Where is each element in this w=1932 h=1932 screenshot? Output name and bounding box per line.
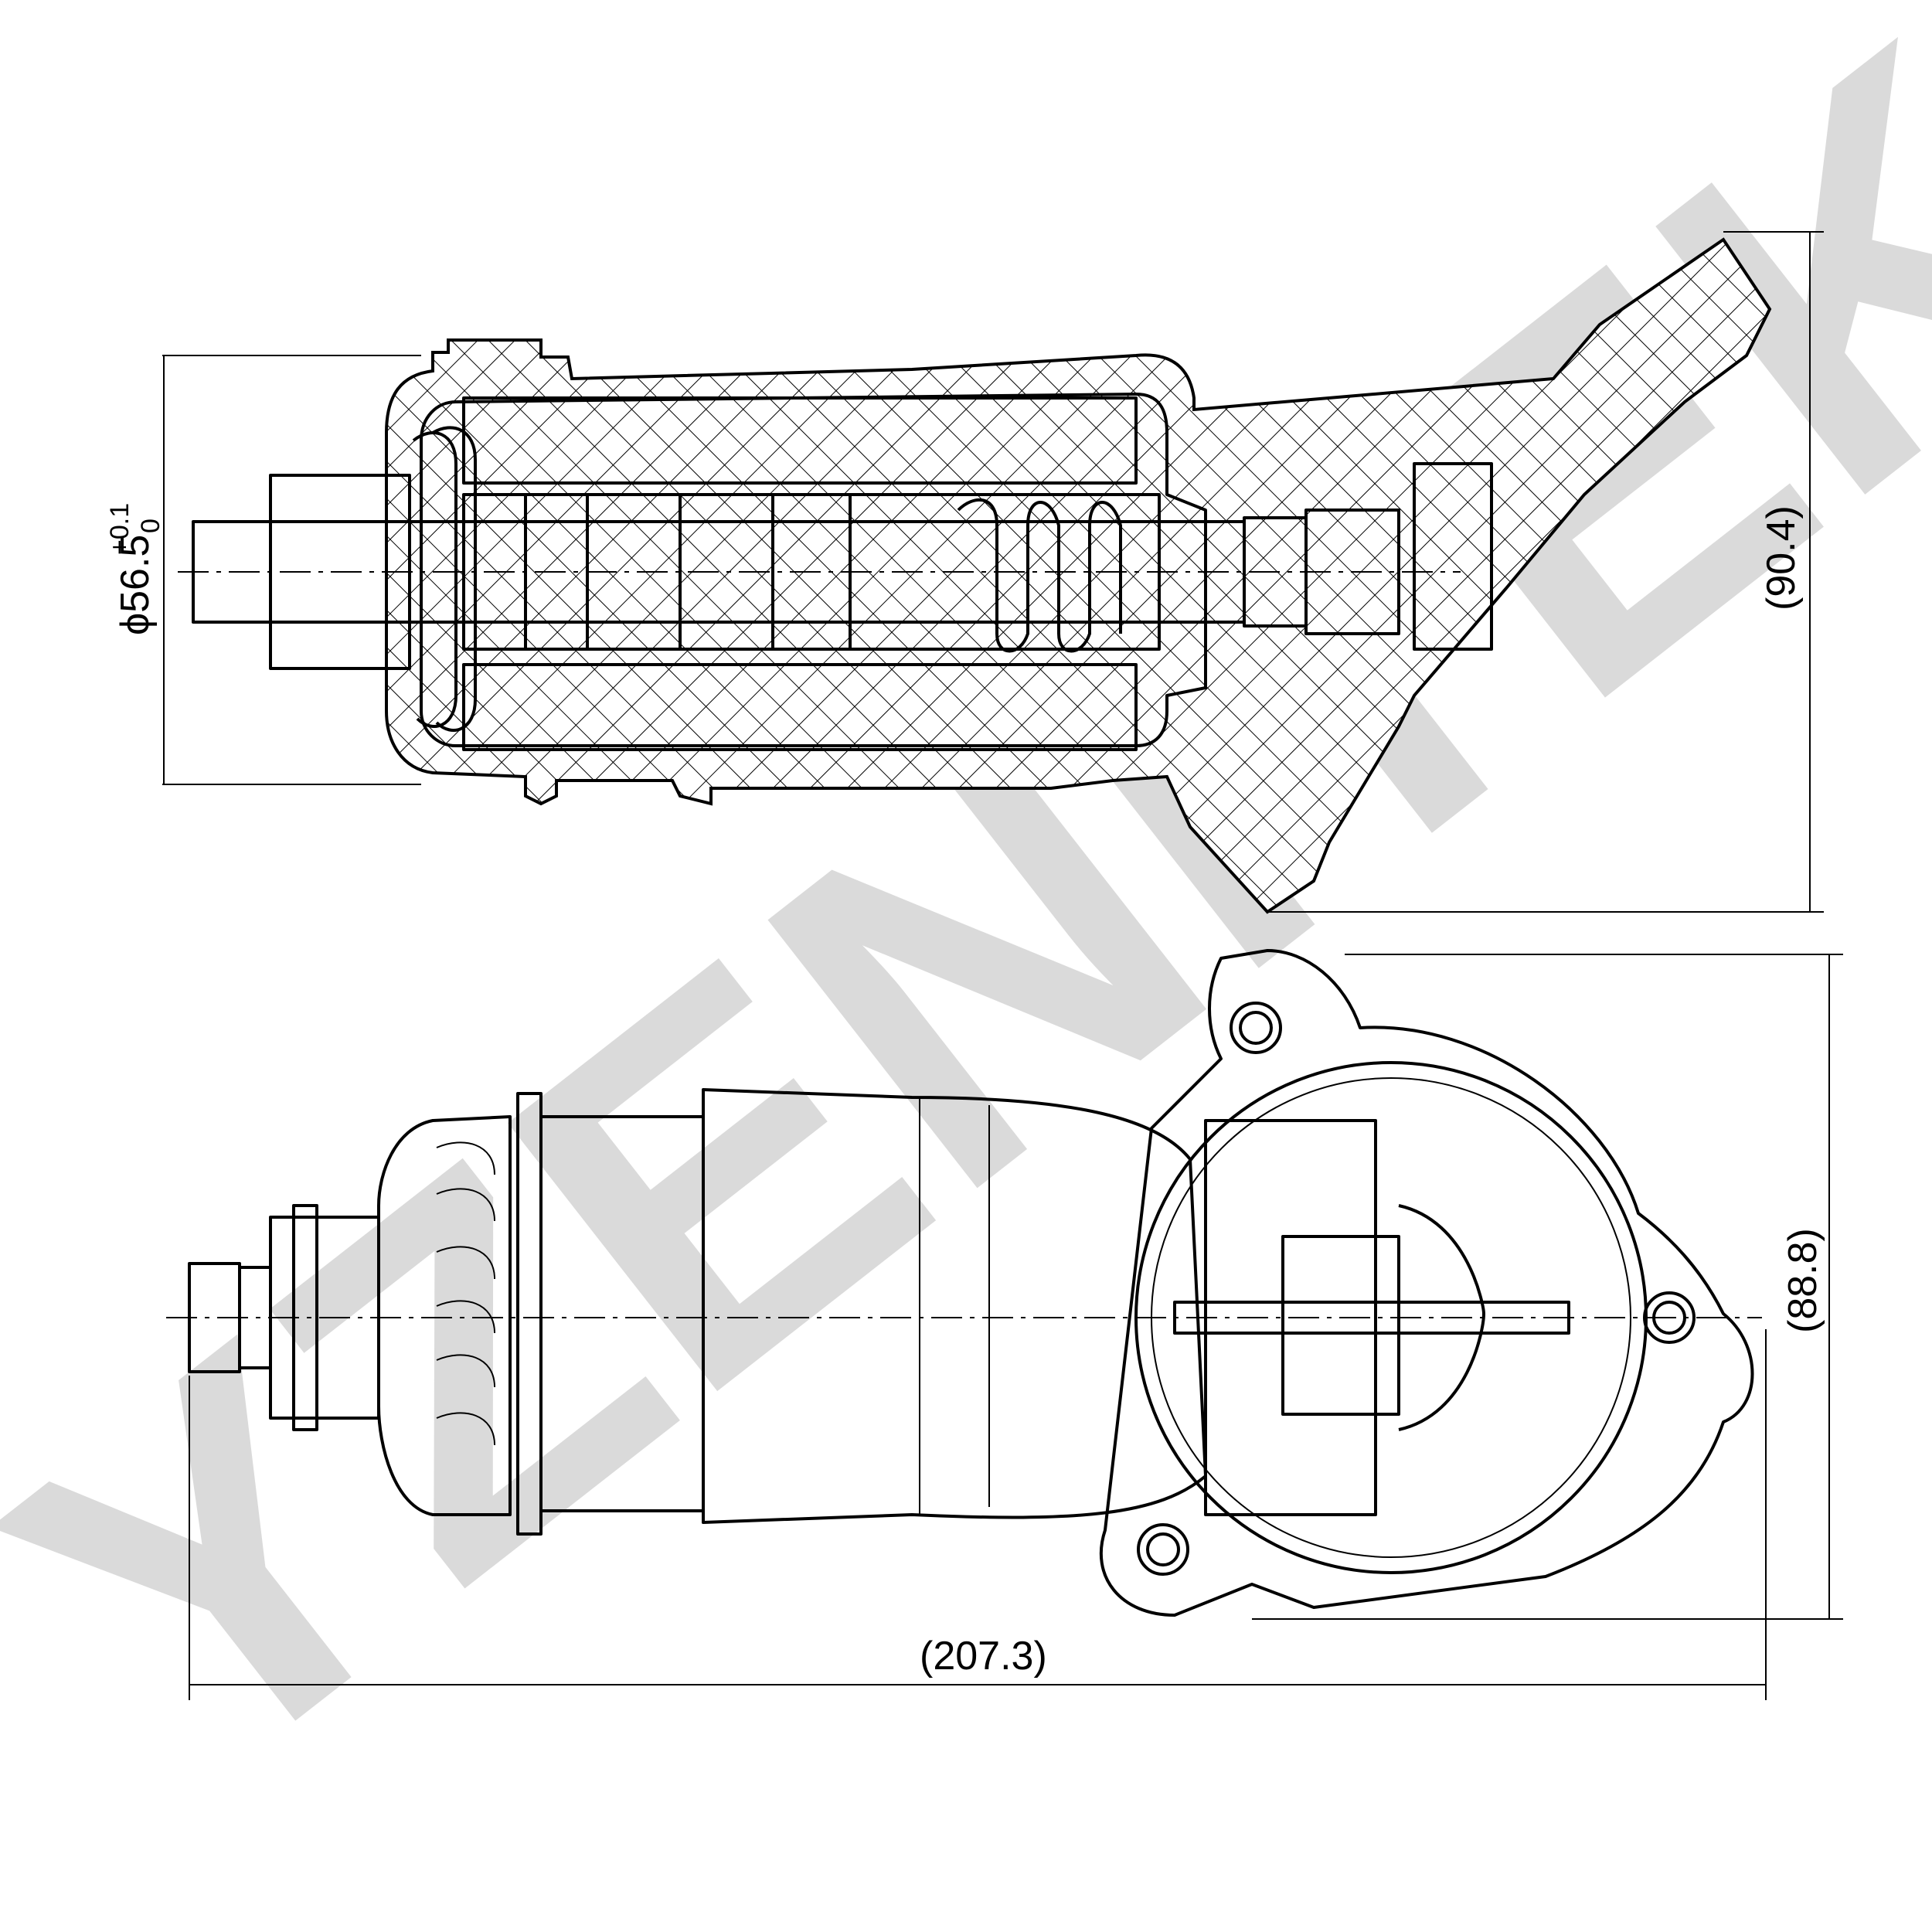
coil-lower bbox=[462, 663, 1138, 751]
terminal-block bbox=[1413, 462, 1493, 651]
diameter-label: ϕ56.5 bbox=[113, 535, 158, 635]
height-dimension-section: (90.4) bbox=[1267, 231, 1824, 913]
tolerance-lower: 0 bbox=[136, 519, 165, 533]
coil-upper bbox=[462, 396, 1138, 485]
housing-section bbox=[385, 237, 1772, 914]
mount-hole-bottom bbox=[1137, 1523, 1189, 1576]
return-spring bbox=[957, 498, 1122, 653]
watermark-logo: YZENITEK bbox=[0, 0, 1932, 1883]
svg-text:YZENITEK: YZENITEK bbox=[0, 0, 1932, 1883]
connector-inner bbox=[1281, 1235, 1400, 1416]
solenoid-body bbox=[702, 1088, 1207, 1524]
height-dimension-view: (88.8) bbox=[1252, 954, 1843, 1620]
exterior-view bbox=[166, 949, 1762, 1617]
tolerance-upper: +0.1 bbox=[105, 503, 134, 555]
height-section-label: (90.4) bbox=[1759, 505, 1804, 611]
diameter-dimension: ϕ56.5 +0.1 0 bbox=[105, 355, 421, 785]
length-dimension: (207.3) bbox=[189, 1329, 1767, 1700]
front-spring bbox=[412, 431, 457, 728]
overall-length-label: (207.3) bbox=[920, 1634, 1047, 1679]
collar-flange bbox=[516, 1092, 543, 1536]
mounting-flange bbox=[1099, 949, 1754, 1617]
height-view-label: (88.8) bbox=[1781, 1228, 1825, 1333]
section-view bbox=[178, 237, 1772, 914]
connector-key bbox=[1398, 1204, 1485, 1431]
inner-bore bbox=[420, 393, 1207, 747]
mount-hole-top bbox=[1230, 1002, 1282, 1054]
